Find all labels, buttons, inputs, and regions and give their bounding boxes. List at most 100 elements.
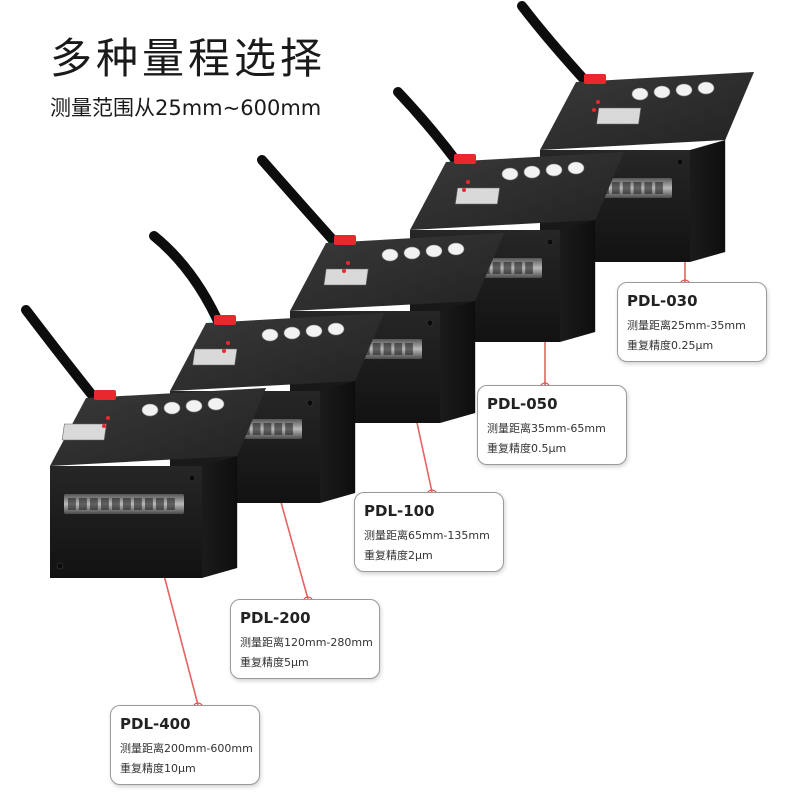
sensor-display — [61, 423, 107, 441]
mount-hole-icon — [426, 319, 434, 327]
sensor-button-icon — [141, 403, 159, 417]
window-segment — [101, 498, 109, 510]
spec-precision: 重复精度0.5μm — [487, 442, 567, 455]
sensor-display — [596, 107, 642, 125]
sensor-unit-pdl-030 — [517, 1, 754, 262]
sensor-cable — [149, 231, 227, 335]
spec-model: PDL-050 — [487, 395, 558, 413]
status-led-icon — [596, 100, 600, 104]
sensor-button-icon — [697, 81, 715, 95]
sensor-button-icon — [425, 244, 443, 258]
sensor-button-icon — [163, 401, 181, 415]
sensor-cable — [21, 305, 105, 410]
spec-range: 测量距离35mm-65mm — [487, 422, 606, 435]
sensor-side-face — [690, 140, 726, 262]
sensor-button-icon — [403, 246, 421, 260]
window-segment — [252, 423, 261, 435]
window-segment — [503, 262, 512, 274]
status-led-icon — [342, 269, 346, 273]
mount-hole-icon — [188, 474, 196, 482]
sensor-button-icon — [207, 397, 225, 411]
sensor-button-icon — [185, 399, 203, 413]
window-segment — [622, 182, 631, 194]
status-led-icon — [102, 424, 106, 428]
window-segment — [383, 343, 392, 355]
sensor-top-face — [540, 72, 754, 150]
mount-hole-icon — [56, 562, 64, 570]
spec-range: 测量距离120mm-280mm — [240, 636, 373, 649]
window-segment — [167, 498, 175, 510]
spec-model: PDL-400 — [120, 715, 191, 733]
window-segment — [644, 182, 653, 194]
cable-collar — [94, 390, 116, 400]
sensor-button-icon — [545, 163, 563, 177]
sensor-side-face — [560, 220, 596, 342]
cable-collar — [454, 154, 476, 164]
sensor-cable — [257, 155, 345, 253]
window-segment — [492, 262, 501, 274]
spec-model: PDL-100 — [364, 502, 435, 520]
window-segment — [633, 182, 642, 194]
window-segment — [156, 498, 164, 510]
sensor-button-icon — [501, 167, 519, 181]
sensor-cable — [517, 1, 595, 91]
subheadline: 测量范围从25mm~600mm — [50, 96, 322, 120]
status-led-icon — [462, 188, 466, 192]
sensor-unit-pdl-400 — [21, 305, 266, 578]
window-segment — [134, 498, 142, 510]
status-led-icon — [106, 416, 110, 420]
status-led-icon — [466, 180, 470, 184]
spec-card-pdl-400: PDL-400 测量距离200mm-600mm 重复精度10μm — [110, 705, 260, 785]
sensor-button-icon — [283, 326, 301, 340]
laser-beam-pdl-400 — [159, 559, 199, 706]
cable-collar — [584, 74, 606, 84]
window-segment — [514, 262, 523, 274]
sensor-top-face — [290, 233, 504, 311]
window-segment — [123, 498, 131, 510]
sensor-button-icon — [523, 165, 541, 179]
window-segment — [525, 262, 533, 274]
spec-card-pdl-050: PDL-050 测量距离35mm-65mm 重复精度0.5μm — [477, 385, 627, 465]
mount-hole-icon — [546, 238, 554, 246]
sensor-front-face — [50, 466, 202, 578]
sensor-button-icon — [381, 248, 399, 262]
spec-range: 测量距离25mm-35mm — [627, 319, 746, 332]
window-segment — [68, 498, 76, 510]
spec-precision: 重复精度2μm — [364, 549, 433, 562]
sensor-side-face — [202, 456, 238, 578]
spec-card-pdl-200: PDL-200 测量距离120mm-280mm 重复精度5μm — [230, 599, 380, 679]
sensor-side-face — [320, 381, 356, 503]
spec-precision: 重复精度0.25μm — [627, 339, 714, 352]
window-segment — [79, 498, 87, 510]
sensor-display — [192, 348, 238, 366]
sensor-button-icon — [631, 87, 649, 101]
window-segment — [285, 423, 293, 435]
sensor-button-icon — [675, 83, 693, 97]
spec-precision: 重复精度5μm — [240, 656, 309, 669]
window-segment — [112, 498, 120, 510]
mount-hole-icon — [306, 399, 314, 407]
spec-range: 测量距离200mm-600mm — [120, 742, 253, 755]
sensor-button-icon — [261, 328, 279, 342]
status-led-icon — [226, 341, 230, 345]
headline: 多种量程选择 — [50, 34, 327, 83]
sensor-top-face — [410, 152, 624, 230]
spec-range: 测量距离65mm-135mm — [364, 529, 490, 542]
spec-model: PDL-200 — [240, 609, 311, 627]
window-segment — [263, 423, 272, 435]
sensor-display — [323, 268, 369, 286]
spec-card-pdl-030: PDL-030 测量距离25mm-35mm 重复精度0.25μm — [617, 282, 767, 362]
window-segment — [405, 343, 413, 355]
window-segment — [145, 498, 153, 510]
window-segment — [274, 423, 283, 435]
spec-model: PDL-030 — [627, 292, 698, 310]
window-segment — [612, 182, 620, 194]
sensor-button-icon — [567, 161, 585, 175]
cable-collar — [334, 235, 356, 245]
sensor-units — [21, 1, 754, 578]
sensor-display — [454, 187, 500, 205]
spec-precision: 重复精度10μm — [120, 762, 196, 775]
sensor-button-icon — [305, 324, 323, 338]
